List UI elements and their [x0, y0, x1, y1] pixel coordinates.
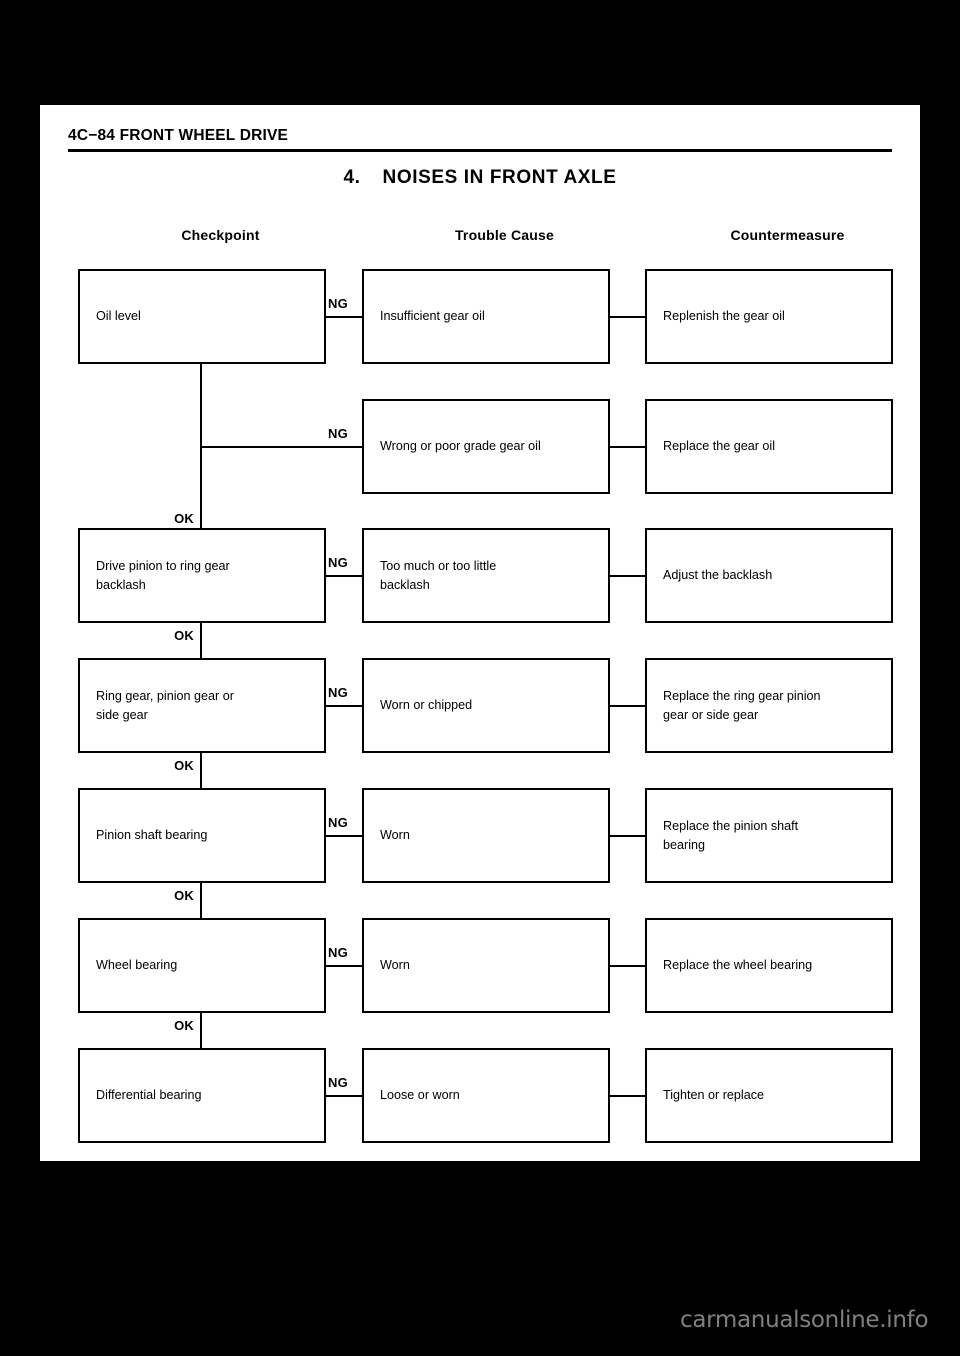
connector-c2-c3-row7 — [610, 1095, 645, 1097]
pass-tag-ok-row4: OK — [174, 758, 194, 773]
trunk-line-row3-to-row4 — [200, 623, 202, 658]
column-heading-checkpoint: Checkpoint — [181, 227, 260, 243]
pass-tag-ok-row5: OK — [174, 888, 194, 903]
connector-c1-c2-row3 — [326, 575, 362, 577]
connector-c2-c3-row5 — [610, 835, 645, 837]
checkpoint-box-differential-bearing[interactable]: Differential bearing — [78, 1048, 326, 1143]
branch-tag-ng-row2: NG — [328, 426, 348, 441]
trouble-cause-label-row3: Too much or too little backlash — [364, 557, 512, 595]
trouble-cause-label-row1: Insufficient gear oil — [380, 309, 485, 323]
countermeasure-label-row4-line1: Replace the ring gear pinion — [663, 688, 821, 703]
countermeasure-label-row5-line1: Replace the pinion shaft — [663, 818, 799, 833]
trouble-cause-label-row3-line1: Too much or too little — [380, 558, 497, 573]
checkpoint-box-pinion-shaft-bearing[interactable]: Pinion shaft bearing — [78, 788, 326, 883]
site-watermark: carmanualsonline.info — [680, 1307, 929, 1333]
branch-tag-ng-row5: NG — [328, 815, 348, 830]
trouble-cause-label-row4: Worn or chipped — [380, 698, 473, 712]
trouble-cause-box-worn-row6[interactable]: Worn — [362, 918, 610, 1013]
trouble-cause-box-insufficient-gear-oil[interactable]: Insufficient gear oil — [362, 269, 610, 364]
checkpoint-box-wheel-bearing[interactable]: Wheel bearing — [78, 918, 326, 1013]
branch-tag-ng-row6: NG — [328, 945, 348, 960]
countermeasure-label-row7: Tighten or replace — [663, 1088, 765, 1102]
trunk-line-row1-to-row3 — [200, 364, 202, 635]
connector-c2-c3-row4 — [610, 705, 645, 707]
page-header-text: 4C−84 FRONT WHEEL DRIVE — [68, 127, 289, 144]
connector-trunk-c2-row2 — [200, 446, 362, 448]
connector-c1-c2-row7 — [326, 1095, 362, 1097]
checkpoint-label-oil-level: Oil level — [96, 309, 141, 323]
header-rule — [68, 149, 892, 152]
checkpoint-label-pinion-shaft-bearing: Pinion shaft bearing — [96, 828, 208, 842]
trouble-cause-label-row5: Worn — [380, 828, 410, 842]
trouble-cause-label-row2: Wrong or poor grade gear oil — [380, 439, 541, 453]
manual-page: 4C−84 FRONT WHEEL DRIVE 4. NOISES IN FRON… — [40, 105, 920, 1161]
countermeasure-box-replenish-gear-oil[interactable]: Replenish the gear oil — [645, 269, 893, 364]
countermeasure-box-tighten-or-replace[interactable]: Tighten or replace — [645, 1048, 893, 1143]
checkpoint-box-ring-gear[interactable]: Ring gear, pinion gear or side gear — [78, 658, 326, 753]
checkpoint-label-row4-line2: side gear — [96, 707, 148, 722]
section-number: 4. — [343, 167, 361, 188]
pass-tag-ok-row6: OK — [174, 1018, 194, 1033]
connector-c2-c3-row2 — [610, 446, 645, 448]
checkpoint-label-ring-gear: Ring gear, pinion gear or side gear — [80, 687, 250, 725]
checkpoint-label-row4-line1: Ring gear, pinion gear or — [96, 688, 234, 703]
trouble-cause-label-row6: Worn — [380, 958, 410, 972]
countermeasure-label-row1: Replenish the gear oil — [663, 309, 785, 323]
countermeasure-box-adjust-backlash[interactable]: Adjust the backlash — [645, 528, 893, 623]
countermeasure-box-replace-ring-gear[interactable]: Replace the ring gear pinion gear or sid… — [645, 658, 893, 753]
countermeasure-label-row2: Replace the gear oil — [663, 439, 776, 453]
countermeasure-label-row4: Replace the ring gear pinion gear or sid… — [647, 687, 837, 725]
countermeasure-label-row5-line2: bearing — [663, 837, 706, 852]
countermeasure-label-row5: Replace the pinion shaft bearing — [647, 817, 814, 855]
checkpoint-label-differential-bearing: Differential bearing — [96, 1088, 202, 1102]
branch-tag-ng-row4: NG — [328, 685, 348, 700]
pass-tag-ok-row1: OK — [174, 511, 194, 526]
connector-c1-c2-row1 — [326, 316, 362, 318]
pass-tag-ok-row3: OK — [174, 628, 194, 643]
checkpoint-label-row3-line2: backlash — [96, 577, 146, 592]
checkpoint-box-oil-level[interactable]: Oil level — [78, 269, 326, 364]
trouble-cause-box-worn-or-chipped[interactable]: Worn or chipped — [362, 658, 610, 753]
branch-tag-ng-row7: NG — [328, 1075, 348, 1090]
connector-c1-c2-row4 — [326, 705, 362, 707]
column-heading-countermeasure: Countermeasure — [730, 227, 845, 243]
trouble-cause-box-wrong-grade-gear-oil[interactable]: Wrong or poor grade gear oil — [362, 399, 610, 494]
trouble-cause-label-row3-line2: backlash — [380, 577, 430, 592]
page-header: 4C−84 FRONT WHEEL DRIVE — [68, 127, 892, 157]
trouble-cause-box-worn-row5[interactable]: Worn — [362, 788, 610, 883]
connector-c2-c3-row3 — [610, 575, 645, 577]
checkpoint-label-drive-pinion-backlash: Drive pinion to ring gear backlash — [80, 557, 246, 595]
trunk-line-row4-to-row5 — [200, 753, 202, 788]
countermeasure-label-row3: Adjust the backlash — [663, 568, 773, 582]
trouble-cause-box-loose-or-worn[interactable]: Loose or worn — [362, 1048, 610, 1143]
countermeasure-label-row4-line2: gear or side gear — [663, 707, 759, 722]
trouble-cause-box-too-much-backlash[interactable]: Too much or too little backlash — [362, 528, 610, 623]
checkpoint-box-drive-pinion-backlash[interactable]: Drive pinion to ring gear backlash — [78, 528, 326, 623]
countermeasure-label-row6: Replace the wheel bearing — [663, 958, 813, 972]
connector-c2-c3-row1 — [610, 316, 645, 318]
countermeasure-box-replace-pinion-shaft-bearing[interactable]: Replace the pinion shaft bearing — [645, 788, 893, 883]
section-title: 4. NOISES IN FRONT AXLE — [40, 167, 920, 189]
trouble-cause-label-row7: Loose or worn — [380, 1088, 460, 1102]
countermeasure-box-replace-gear-oil[interactable]: Replace the gear oil — [645, 399, 893, 494]
flowchart: Oil level NG Insufficient gear oil Reple… — [40, 105, 920, 1161]
connector-c1-c2-row5 — [326, 835, 362, 837]
connector-c1-c2-row6 — [326, 965, 362, 967]
branch-tag-ng-row1: NG — [328, 296, 348, 311]
trunk-line-row5-to-row6 — [200, 883, 202, 918]
checkpoint-label-row3-line1: Drive pinion to ring gear — [96, 558, 230, 573]
connector-c2-c3-row6 — [610, 965, 645, 967]
trunk-line-row6-to-row7 — [200, 1013, 202, 1048]
countermeasure-box-replace-wheel-bearing[interactable]: Replace the wheel bearing — [645, 918, 893, 1013]
column-heading-trouble-cause: Trouble Cause — [454, 227, 555, 243]
branch-tag-ng-row3: NG — [328, 555, 348, 570]
section-title-text: NOISES IN FRONT AXLE — [382, 167, 617, 188]
checkpoint-label-wheel-bearing: Wheel bearing — [96, 958, 178, 972]
